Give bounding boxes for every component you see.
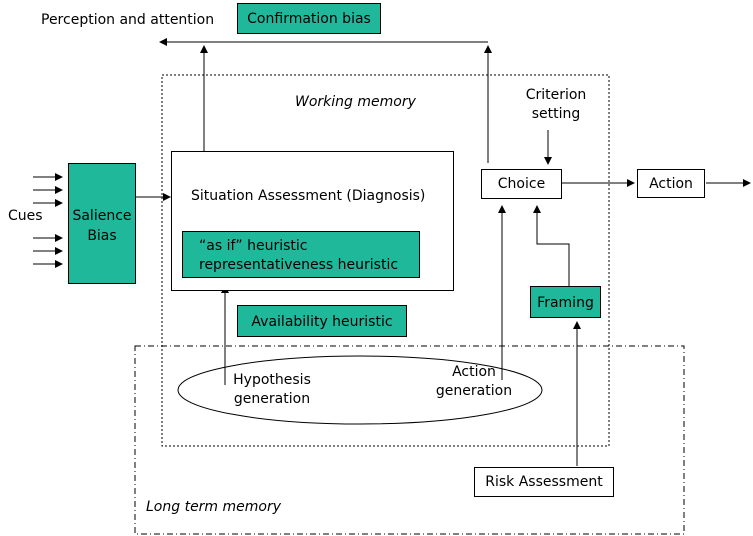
generation-ellipse xyxy=(177,355,543,425)
confirmation-bias-label: Confirmation bias xyxy=(247,11,371,27)
heuristic-box: “as if” heuristic representativeness heu… xyxy=(182,231,420,278)
criterion-line1: Criterion xyxy=(525,87,587,103)
choice-label: Choice xyxy=(497,176,546,192)
working-memory-label: Working memory xyxy=(295,94,416,110)
cues-label: Cues xyxy=(8,208,43,224)
salience-bias-box: Salience Bias xyxy=(68,163,136,284)
salience-line1: Salience xyxy=(72,208,132,224)
situation-assessment-label: Situation Assessment (Diagnosis) xyxy=(191,188,426,204)
action-generation-label: Action generation xyxy=(424,364,524,400)
long-term-memory-region xyxy=(134,345,685,535)
action-gen-line2: generation xyxy=(435,383,513,399)
salience-line2: Bias xyxy=(87,228,117,244)
action-label: Action xyxy=(649,175,693,192)
heuristic-line1: “as if” heuristic xyxy=(199,238,308,254)
framing-label: Framing xyxy=(537,295,594,311)
hypothesis-line2: generation xyxy=(233,391,311,407)
risk-assessment-box: Risk Assessment xyxy=(474,467,614,497)
long-term-memory-label: Long term memory xyxy=(146,499,282,515)
framing-box: Framing xyxy=(530,286,601,318)
availability-label: Availability heuristic xyxy=(251,314,393,330)
confirmation-bias-box: Confirmation bias xyxy=(237,3,381,34)
action-gen-line1: Action xyxy=(452,364,496,380)
risk-assessment-label: Risk Assessment xyxy=(485,474,603,490)
framing-to-choice-arrow xyxy=(533,205,570,286)
hypothesis-generation-label: Hypothesis generation xyxy=(222,372,322,408)
hypothesis-line1: Hypothesis xyxy=(233,372,311,388)
action-box: Action xyxy=(637,169,705,198)
perception-label: Perception and attention xyxy=(41,12,215,28)
criterion-setting-label: Criterion setting xyxy=(516,87,596,123)
heuristic-line2: representativeness heuristic xyxy=(199,257,399,273)
availability-heuristic-box: Availability heuristic xyxy=(237,305,407,337)
choice-box: Choice xyxy=(481,169,562,199)
criterion-line2: setting xyxy=(531,106,581,122)
working-memory-region xyxy=(161,74,610,447)
